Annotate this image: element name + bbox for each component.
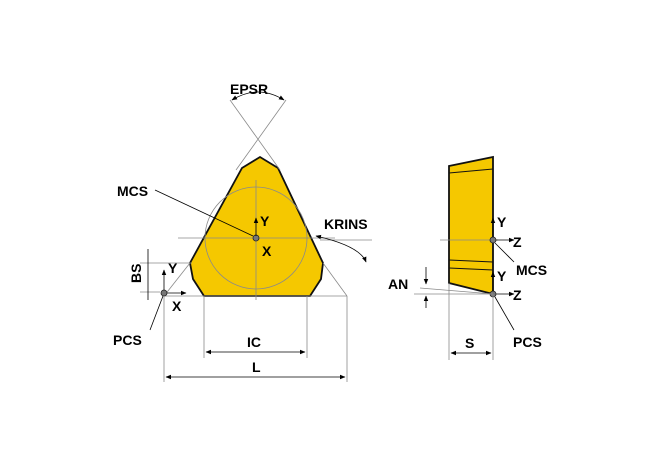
an-label: AN <box>388 276 408 292</box>
mcs-front-x-axis: X <box>262 243 272 259</box>
an-flank-line <box>419 287 494 295</box>
pcs-front-point <box>160 289 168 297</box>
flank-left-extension <box>163 262 191 297</box>
insert-side-body <box>448 155 494 296</box>
l-label: L <box>252 359 261 375</box>
pcs-side-label: PCS <box>513 334 542 350</box>
epsr-line-right <box>235 99 287 171</box>
side-chip-line-1 <box>448 259 494 263</box>
pcs-front-leader <box>149 295 164 331</box>
mcs-side-leader <box>494 242 515 263</box>
mcs-side-y-axis: Y <box>497 214 507 230</box>
epsr-line-left <box>229 99 281 171</box>
pcs-side-z-axis: Z <box>513 287 522 303</box>
krins-label: KRINS <box>324 216 368 232</box>
mcs-side-label: MCS <box>516 262 547 278</box>
mcs-front-y-axis: Y <box>260 213 270 229</box>
ic-label: IC <box>247 334 261 350</box>
pcs-side-leader <box>494 296 515 331</box>
pcs-front-x-axis: X <box>172 298 182 314</box>
epsr-arc <box>231 91 285 101</box>
side-chip-line-2 <box>448 267 494 271</box>
epsr-label: EPSR <box>230 81 268 97</box>
mcs-front-label: MCS <box>117 183 148 199</box>
flank-right-extension <box>322 262 348 297</box>
pcs-front-label: PCS <box>113 332 142 348</box>
side-top-edge <box>448 168 494 174</box>
pcs-side-y-axis: Y <box>497 268 507 284</box>
insert-front-body <box>189 155 324 297</box>
mcs-side-z-axis: Z <box>513 234 522 250</box>
s-label: S <box>465 335 474 351</box>
bs-label: BS <box>128 264 144 283</box>
mcs-side-point <box>489 236 497 244</box>
mcs-front-leader <box>154 189 254 237</box>
pcs-front-y-axis: Y <box>168 260 178 276</box>
krins-arc <box>315 234 367 263</box>
